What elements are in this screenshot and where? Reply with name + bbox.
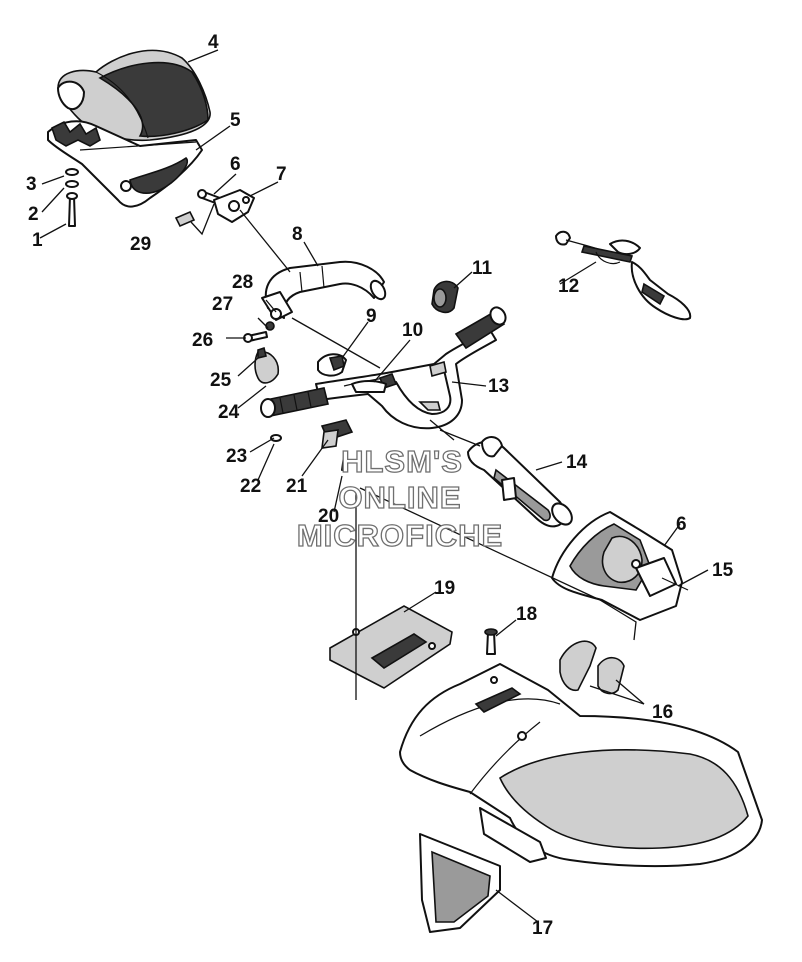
watermark-line-2: ONLINE <box>338 480 461 515</box>
callout-12: 12 <box>558 276 579 297</box>
pad-base <box>47 120 203 208</box>
callout-18: 18 <box>516 604 537 625</box>
callout-13: 13 <box>488 376 509 397</box>
callout-16: 16 <box>652 702 673 723</box>
assembly-lines <box>190 203 637 700</box>
watermark-line-3: MICROFICHE <box>297 518 503 553</box>
handlebar <box>315 329 497 430</box>
cover-plate <box>329 605 453 689</box>
steering-housing <box>551 511 689 621</box>
callout-labels: 1 2 3 4 5 6 7 8 9 10 11 12 13 14 6 15 16… <box>26 32 734 939</box>
callout-2: 2 <box>28 204 39 225</box>
pad-hardware <box>65 168 79 227</box>
handlebar-pad <box>57 49 211 142</box>
callout-15: 15 <box>712 560 734 581</box>
callout-19: 19 <box>434 578 455 599</box>
callout-9: 9 <box>366 306 377 327</box>
callout-25: 25 <box>210 370 232 391</box>
callout-14: 14 <box>566 452 588 473</box>
cover-screw <box>484 628 498 655</box>
lever-parts <box>254 346 387 393</box>
callout-4: 4 <box>208 32 219 53</box>
callout-10: 10 <box>402 320 423 341</box>
callout-1: 1 <box>32 230 43 251</box>
watermark: HLSM'S ONLINE MICROFICHE <box>296 443 503 553</box>
callout-22: 22 <box>240 476 261 497</box>
steering-shaft <box>467 436 573 528</box>
clamp-hardware <box>174 189 255 228</box>
callout-29: 29 <box>130 234 151 255</box>
callout-8: 8 <box>292 224 303 245</box>
callout-6-right: 6 <box>676 514 687 535</box>
callout-6-top: 6 <box>230 154 241 175</box>
left-grip <box>260 387 329 418</box>
callout-11: 11 <box>472 258 493 279</box>
riser-tube <box>261 260 387 321</box>
callout-23: 23 <box>226 446 247 467</box>
safety-lanyard <box>555 230 692 321</box>
callout-leaders <box>39 49 709 923</box>
callout-17: 17 <box>532 918 553 939</box>
callout-26: 26 <box>192 330 213 351</box>
callout-27: 27 <box>212 294 233 315</box>
bar-end-weight <box>431 280 459 314</box>
callout-24: 24 <box>218 402 240 423</box>
hood-console <box>399 663 763 933</box>
callout-21: 21 <box>286 476 308 497</box>
callout-20: 20 <box>318 506 339 527</box>
callout-7: 7 <box>276 164 287 185</box>
callout-3: 3 <box>26 174 37 195</box>
watermark-line-1: HLSM'S <box>341 444 463 479</box>
callout-5: 5 <box>230 110 241 131</box>
callout-28: 28 <box>232 272 253 293</box>
right-grip <box>454 306 507 350</box>
retaining-clips <box>559 640 625 695</box>
